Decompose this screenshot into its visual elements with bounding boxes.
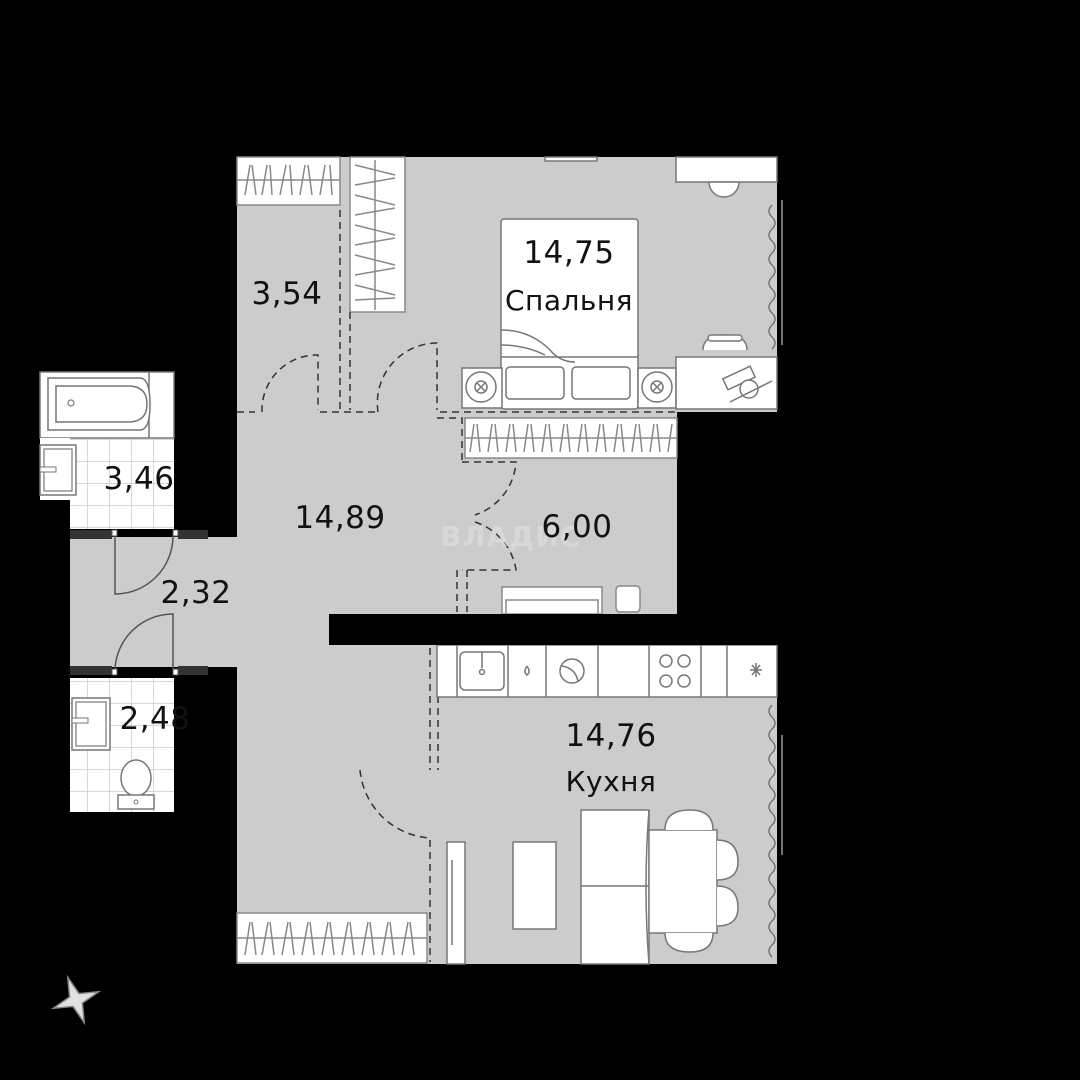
watermark: ВЛАДИС (440, 520, 582, 553)
dining-table (648, 829, 718, 934)
toilet-icon (120, 759, 152, 797)
interior-wall (329, 614, 780, 645)
room-name-kitchen: Кухня (565, 765, 657, 798)
room-area-bedroom: 14,75 (523, 235, 615, 271)
stove-burner (659, 654, 673, 668)
bathroom (39, 371, 175, 529)
kitchen-furniture (436, 644, 783, 965)
room-area-kitchen: 14,76 (565, 718, 657, 754)
door-bathroom (114, 535, 174, 595)
dashed-partitions (237, 210, 677, 962)
room-area-storage: 6,00 (541, 509, 613, 545)
toilet-room (70, 678, 174, 812)
bedroom-furniture (461, 156, 783, 410)
room-name-bedroom: Спальня (504, 284, 634, 317)
floor-corridor (70, 537, 240, 667)
room-area-toilet: 2,48 (119, 701, 191, 737)
corridor-walls (70, 529, 208, 676)
room-area-hall: 14,89 (294, 500, 386, 536)
hall-wardrobe (236, 912, 428, 964)
room-area-bathroom: 3,46 (103, 461, 175, 497)
compass-star-icon (50, 974, 102, 1026)
floor-hall (237, 412, 437, 964)
water-drop-icon (524, 665, 530, 676)
room-area-wardrobe: 3,54 (251, 276, 323, 312)
sofa (580, 809, 650, 965)
door-toilet (114, 613, 174, 670)
snowflake-icon (750, 663, 762, 677)
room-area-corridor: 2,32 (160, 575, 232, 611)
wardrobe-closet (236, 156, 406, 313)
storage-wardrobe (464, 417, 678, 615)
bed (500, 218, 639, 410)
